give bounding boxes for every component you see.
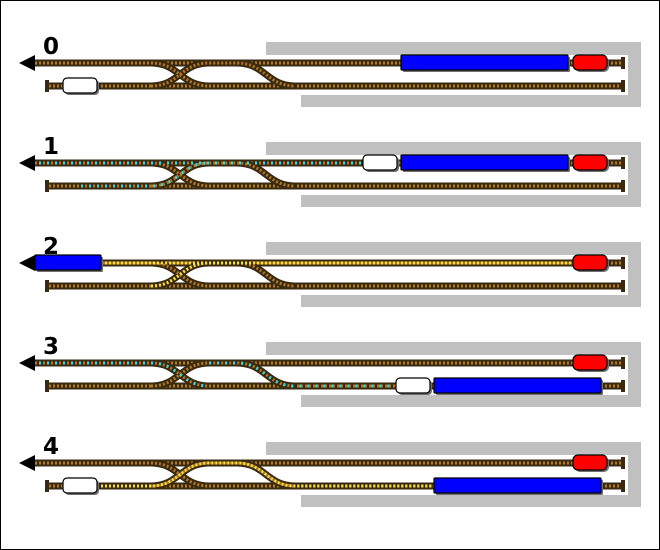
red-car-body xyxy=(572,354,608,371)
buffer-stop-upper xyxy=(621,157,625,169)
blue-locomotive xyxy=(433,477,603,495)
red-car xyxy=(572,54,609,72)
platform xyxy=(266,42,641,107)
red-car-body xyxy=(572,454,608,471)
buffer-stop-left xyxy=(45,480,49,492)
white-car-body xyxy=(395,377,431,394)
white-car xyxy=(362,154,399,172)
buffer-stop-lower xyxy=(621,480,625,492)
blue-locomotive-body xyxy=(400,54,569,71)
red-car xyxy=(572,154,609,172)
buffer-stop-left xyxy=(45,80,49,92)
red-car xyxy=(572,354,609,372)
white-car-body xyxy=(362,154,398,171)
blue-locomotive xyxy=(400,54,570,72)
buffer-stop-upper xyxy=(621,457,625,469)
buffer-stop-left xyxy=(45,180,49,192)
platform xyxy=(266,242,641,307)
step-number: 1 xyxy=(43,134,59,160)
step-3: 3 xyxy=(19,334,641,407)
buffer-stop-upper xyxy=(621,357,625,369)
buffer-stop-left xyxy=(45,280,49,292)
exit-arrow-icon xyxy=(19,55,35,71)
route-yellow xyxy=(97,461,433,488)
white-car-body xyxy=(62,77,98,94)
crossover-a-sleepers xyxy=(150,461,210,488)
step-number: 2 xyxy=(43,234,59,260)
step-4: 4 xyxy=(19,434,641,507)
exit-arrow-icon xyxy=(19,355,35,371)
crossover-a-sleepers xyxy=(150,261,210,288)
buffer-stop-lower xyxy=(621,380,625,392)
red-car xyxy=(572,454,609,472)
crossover-a-sleepers xyxy=(150,161,210,188)
red-car-body xyxy=(572,54,608,71)
crossover-b-sleepers xyxy=(150,61,296,88)
white-car-body xyxy=(62,477,98,494)
buffer-stop-left xyxy=(45,380,49,392)
step-2: 2 xyxy=(19,234,641,307)
step-number: 0 xyxy=(43,34,59,60)
exit-arrow-icon xyxy=(19,455,35,471)
exit-arrow-icon xyxy=(19,255,35,271)
blue-locomotive xyxy=(34,254,103,272)
route-cyan xyxy=(31,361,210,388)
buffer-stop-lower xyxy=(621,80,625,92)
red-car xyxy=(572,254,609,272)
blue-locomotive-body xyxy=(433,477,602,494)
step-number: 4 xyxy=(43,434,59,460)
blue-locomotive xyxy=(400,154,570,172)
step-number: 3 xyxy=(43,334,59,360)
step-1: 1 xyxy=(19,134,641,207)
platform xyxy=(266,442,641,507)
blue-locomotive xyxy=(433,377,603,395)
platform xyxy=(266,342,641,407)
crossover-b-sleepers xyxy=(150,461,296,488)
blue-locomotive-body xyxy=(400,154,569,171)
white-car xyxy=(395,377,432,395)
exit-arrow-icon xyxy=(19,155,35,171)
buffer-stop-lower xyxy=(621,280,625,292)
buffer-stop-upper xyxy=(621,257,625,269)
buffer-stop-lower xyxy=(621,180,625,192)
blue-locomotive-body xyxy=(34,254,102,271)
red-car-body xyxy=(572,154,608,171)
red-car-body xyxy=(572,254,608,271)
platform xyxy=(266,142,641,207)
step-0: 0 xyxy=(19,34,641,107)
crossover-a-sleepers xyxy=(150,61,210,88)
white-car xyxy=(62,477,99,495)
crossover-b-sleepers xyxy=(150,361,296,388)
route-yellow-cross xyxy=(150,261,210,288)
buffer-stop-upper xyxy=(621,57,625,69)
blue-locomotive-body xyxy=(433,377,602,394)
white-car xyxy=(62,77,99,95)
